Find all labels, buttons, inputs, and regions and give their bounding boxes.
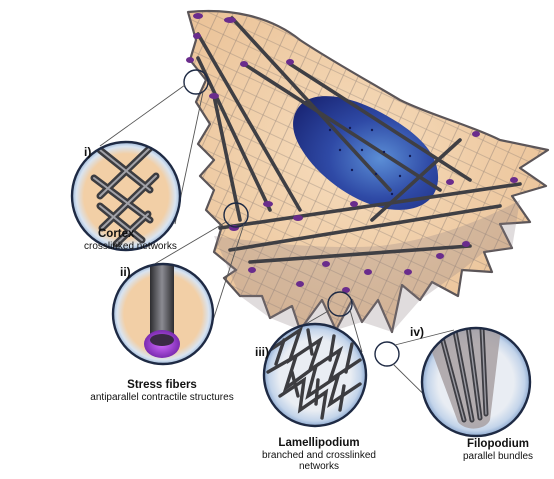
lamellipodium-caption-line2: networks [254, 461, 384, 472]
lamellipodium-numeral: iii) [255, 345, 269, 359]
cell [186, 11, 548, 332]
cortex-caption: crosslinked networks [84, 241, 204, 252]
stress-fiber-caption: antiparallel contractile structures [62, 392, 262, 403]
lamellipodium-caption-line1: branched and crosslinked [254, 450, 384, 461]
stress-fiber-numeral: ii) [120, 265, 131, 279]
lamellipodium-lens [264, 324, 366, 426]
lamellipodium-label: Lamellipodium branched and crosslinked n… [254, 437, 384, 472]
filopodium-title: Filopodium [448, 438, 548, 451]
stress-fiber-title: Stress fibers [62, 379, 262, 392]
filopodium-caption: parallel bundles [448, 451, 548, 462]
cortex-title: Cortex [84, 228, 204, 241]
cortex-numeral: i) [84, 145, 91, 159]
filopodium-label: Filopodium parallel bundles [448, 438, 548, 462]
filopodium-marker [375, 342, 399, 366]
filopodium-numeral: iv) [410, 325, 424, 339]
filopodium-lens [420, 320, 530, 436]
cortex-label: Cortex crosslinked networks [84, 228, 204, 252]
lamellipodium-title: Lamellipodium [254, 437, 384, 450]
stress-fiber-label: Stress fibers antiparallel contractile s… [62, 379, 262, 403]
